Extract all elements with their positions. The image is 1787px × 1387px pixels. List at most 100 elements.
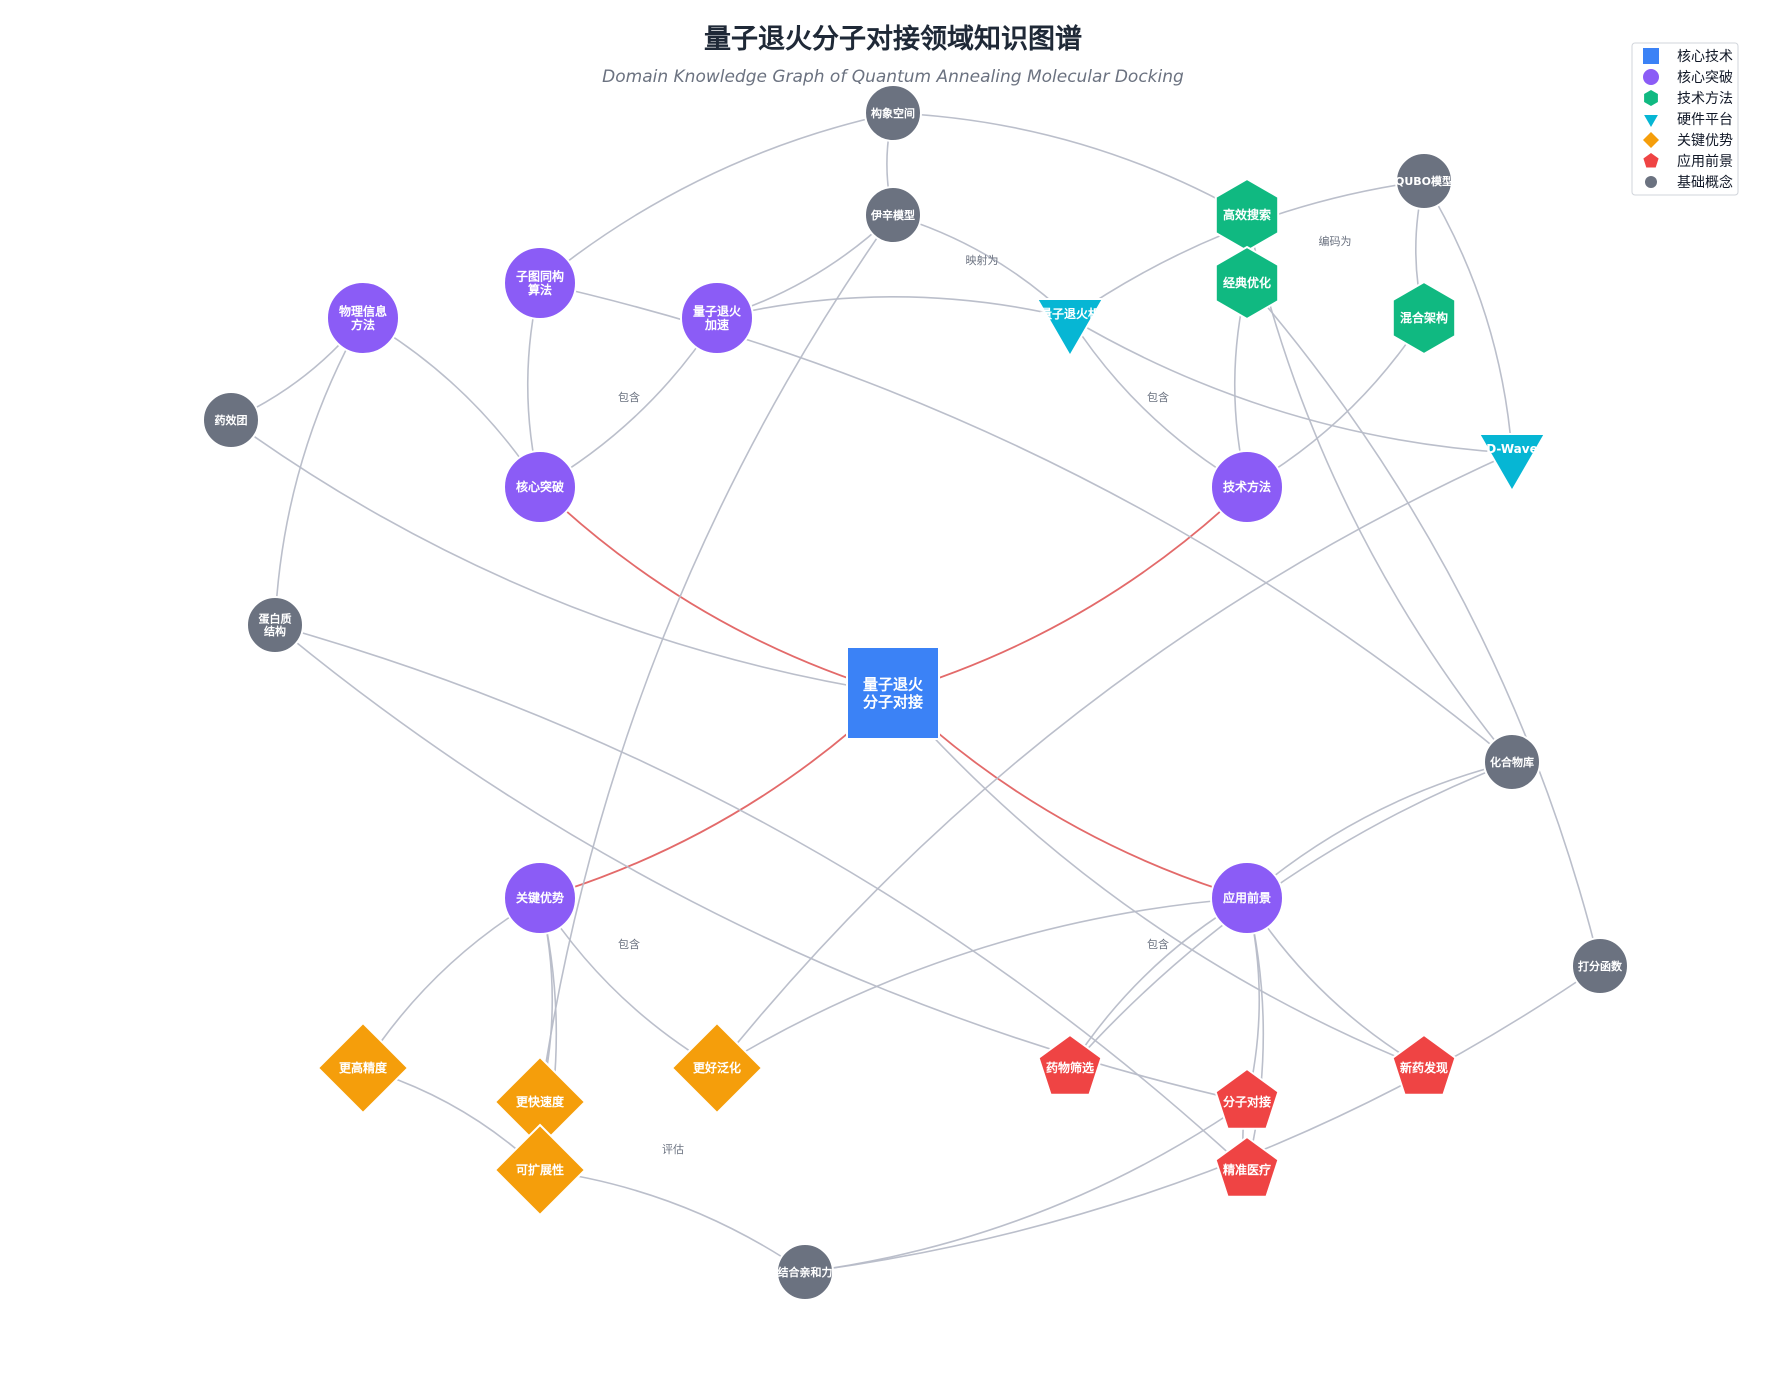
- node-shape-yiliao: [1214, 1135, 1280, 1198]
- node-core[interactable]: 量子退火分子对接: [846, 646, 940, 740]
- edge-wuli-danbai: [274, 317, 364, 626]
- node-qubo[interactable]: QUBO模型: [1395, 152, 1453, 210]
- node-label-jishu: 技术方法: [1223, 479, 1271, 494]
- node-label-jiasu: 量子退火加速: [693, 304, 742, 332]
- legend-item-concept: 基础概念: [1645, 174, 1733, 191]
- legend-item-breakthrough: 核心突破: [1643, 69, 1733, 86]
- node-yingyong[interactable]: 应用前景: [1210, 861, 1284, 935]
- node-label-wuli: 物理信息方法: [339, 303, 387, 332]
- node-yiliao[interactable]: 精准医疗: [1214, 1135, 1280, 1198]
- edge-yingyong-fanhua: [716, 897, 1248, 1069]
- node-label-youshi: 关键优势: [516, 890, 564, 905]
- legend-label-breakthrough: 核心突破: [1677, 70, 1733, 86]
- edge-label-core-hexin: 包含: [618, 390, 640, 404]
- node-fanhua[interactable]: 更好泛化: [670, 1021, 764, 1115]
- node-shape-wuli: [326, 281, 400, 355]
- edge-label-qubo-qa: 编码为: [1319, 234, 1352, 248]
- node-shape-huahe: [1483, 733, 1541, 791]
- edge-label-core-jishu: 包含: [1147, 390, 1169, 404]
- edge-gouxiang-gaoxiao: [892, 112, 1248, 216]
- node-zitu[interactable]: 子图同构算法: [503, 246, 577, 320]
- node-shape-dafen: [1571, 937, 1629, 995]
- edge-yingyong-huahe: [1246, 761, 1513, 899]
- edge-jingdian-dafen: [1246, 282, 1601, 967]
- node-label-gouxiang: 构象空间: [871, 106, 915, 120]
- node-dwave[interactable]: D-Wave: [1477, 433, 1547, 494]
- node-shape-qa: [1035, 298, 1105, 359]
- edge-qinhe-duijie: [804, 1101, 1248, 1273]
- node-jingdu[interactable]: 更高精度: [316, 1021, 410, 1115]
- node-shape-duijie: [1214, 1067, 1280, 1130]
- legend-box: [1631, 42, 1739, 196]
- node-shape-dwave: [1477, 433, 1547, 494]
- edge-label-yixin-qa: 映射为: [966, 253, 999, 267]
- node-duijie[interactable]: 分子对接: [1214, 1067, 1280, 1130]
- node-label-gaoxiao: 高效搜索: [1223, 207, 1271, 222]
- node-wuli[interactable]: 物理信息方法: [326, 281, 400, 355]
- node-gouxiang[interactable]: 构象空间: [864, 84, 922, 142]
- legend-marker-breakthrough: [1643, 69, 1659, 85]
- node-qinhe[interactable]: 结合亲和力: [776, 1243, 834, 1301]
- legend-item-method: 技术方法: [1644, 90, 1733, 107]
- node-shape-fanhua: [670, 1021, 764, 1115]
- legend-marker-advantage: [1643, 132, 1659, 148]
- edge-label-core-youshi: 包含: [618, 937, 640, 951]
- node-shape-qubo: [1395, 152, 1453, 210]
- legend-item-advantage: 关键优势: [1643, 132, 1733, 149]
- legend-item-core: 核心技术: [1643, 48, 1733, 65]
- node-shape-hexin: [503, 450, 577, 524]
- legend-label-concept: 基础概念: [1677, 174, 1733, 191]
- edge-core-yingyong: [892, 692, 1248, 899]
- node-shape-jiasu: [680, 281, 754, 355]
- node-yaoxiaotuan[interactable]: 药效团: [202, 391, 260, 449]
- node-sudu[interactable]: 更快速度: [493, 1055, 587, 1149]
- node-shape-core: [846, 646, 940, 740]
- graph-title: 量子退火分子对接领域知识图谱: [704, 23, 1082, 55]
- edge-gouxiang-zitu: [539, 112, 894, 284]
- node-label-sudu: 更快速度: [516, 1094, 565, 1109]
- node-shape-jishu: [1210, 450, 1284, 524]
- node-jishu[interactable]: 技术方法: [1210, 450, 1284, 524]
- node-label-fanhua: 更好泛化: [693, 1060, 741, 1075]
- node-hunhe[interactable]: 混合架构: [1391, 280, 1457, 356]
- edge-core-youshi: [539, 692, 894, 899]
- node-xinyao[interactable]: 新药发现: [1391, 1033, 1457, 1096]
- edge-label-core-yingyong: 包含: [1147, 937, 1169, 951]
- node-shape-zitu: [503, 246, 577, 320]
- node-hexin[interactable]: 核心突破: [503, 450, 577, 524]
- node-huahe[interactable]: 化合物库: [1483, 733, 1541, 791]
- legend-label-core: 核心技术: [1677, 49, 1733, 65]
- node-label-jingdu: 更高精度: [339, 1060, 388, 1075]
- node-shaixuan[interactable]: 药物筛选: [1037, 1033, 1103, 1096]
- node-label-hunhe: 混合架构: [1400, 310, 1448, 325]
- edge-label-kuozhan-qinhe: 评估: [662, 1143, 684, 1156]
- edge-kuozhan-qinhe: [539, 1169, 806, 1273]
- node-label-duijie: 分子对接: [1223, 1094, 1271, 1109]
- node-shape-hunhe: [1391, 280, 1457, 356]
- node-gaoxiao[interactable]: 高效搜索: [1214, 177, 1280, 253]
- node-jiasu[interactable]: 量子退火加速: [680, 281, 754, 355]
- node-yixin[interactable]: 伊辛模型: [864, 186, 922, 244]
- node-danbai[interactable]: 蛋白质结构: [246, 596, 304, 654]
- node-shape-yingyong: [1210, 861, 1284, 935]
- node-shape-shaixuan: [1037, 1033, 1103, 1096]
- legend-marker-concept: [1645, 176, 1657, 188]
- node-label-kuozhan: 可扩展性: [516, 1162, 564, 1177]
- node-qa[interactable]: 量子退火机: [1035, 298, 1105, 359]
- edge-jiasu-qa: [716, 296, 1071, 319]
- node-youshi[interactable]: 关键优势: [503, 861, 577, 935]
- node-shape-jingdu: [316, 1021, 410, 1115]
- node-label-yingyong: 应用前景: [1223, 890, 1271, 905]
- node-label-qubo: QUBO模型: [1395, 174, 1453, 188]
- node-label-danbai: 蛋白质结构: [259, 612, 292, 639]
- edge-dafen-qinhe: [804, 965, 1601, 1273]
- node-label-huahe: 化合物库: [1490, 755, 1534, 769]
- node-dafen[interactable]: 打分函数: [1571, 937, 1629, 995]
- node-shape-yixin: [864, 186, 922, 244]
- edge-labels-layer: 包含包含包含包含映射为编码为评估: [618, 234, 1352, 1156]
- node-shape-danbai: [246, 596, 304, 654]
- node-jingdian[interactable]: 经典优化: [1214, 245, 1280, 321]
- node-kuozhan[interactable]: 可扩展性: [493, 1123, 587, 1217]
- node-label-zitu: 子图同构算法: [516, 268, 564, 297]
- edge-core-hexin: [539, 486, 894, 694]
